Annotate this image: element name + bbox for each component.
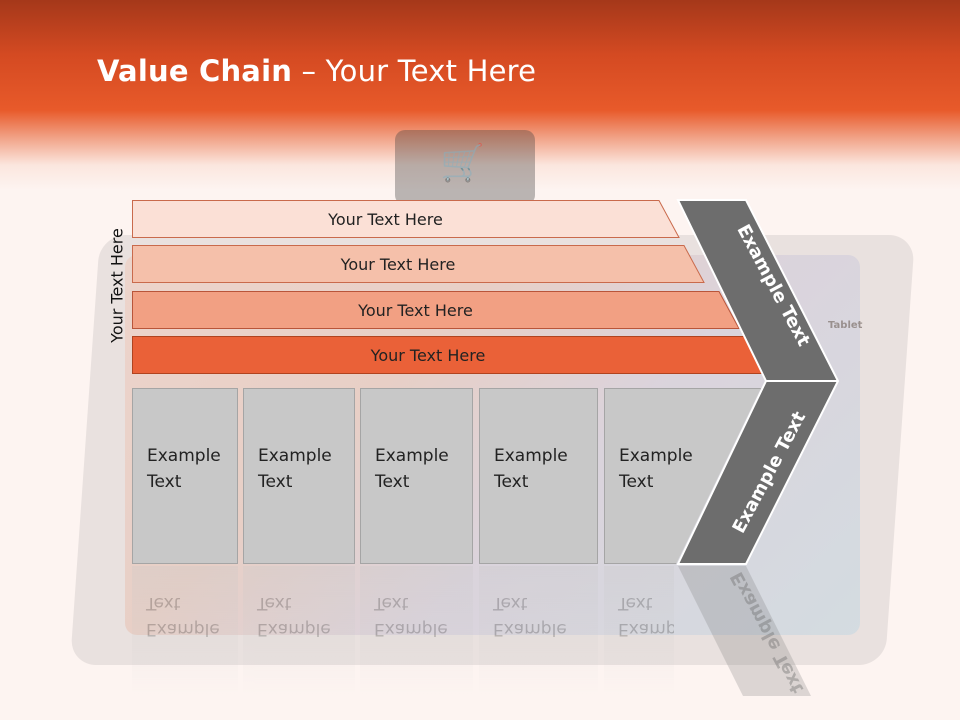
margin-chevron-reflection bbox=[678, 566, 811, 696]
value-row-3-label: Your Text Here bbox=[358, 300, 473, 320]
value-row-3: Your Text Here bbox=[132, 291, 739, 329]
header-band bbox=[0, 0, 960, 190]
activity-box-5-line2: Text bbox=[619, 472, 654, 492]
value-row-4: Your Text Here bbox=[132, 336, 764, 374]
activity-box-3-line1: Example bbox=[375, 446, 449, 466]
activity-box-3-line2: Text bbox=[375, 472, 410, 492]
activity-box-1-line1: Example bbox=[147, 446, 221, 466]
value-row-1: Your Text Here bbox=[132, 200, 679, 238]
value-row-4-label: Your Text Here bbox=[370, 345, 486, 365]
activity-box-5-line1: Example bbox=[619, 446, 693, 466]
value-row-1-label: Your Text Here bbox=[328, 209, 443, 229]
title-rest: – Your Text Here bbox=[292, 54, 537, 88]
shopping-cart-icon: 🛒 bbox=[440, 143, 485, 184]
tablet-label: Tablet bbox=[828, 320, 863, 331]
slide-title: Value Chain – Your Text Here bbox=[97, 54, 536, 88]
margin-chevron bbox=[676, 199, 840, 565]
title-bold: Value Chain bbox=[97, 54, 293, 88]
value-row-2-label: Your Text Here bbox=[340, 254, 456, 274]
activity-box-2-line2: Text bbox=[258, 472, 293, 492]
value-row-2: Your Text Here bbox=[132, 245, 704, 283]
activity-box-4-line1: Example bbox=[494, 446, 568, 466]
activity-box-1-line2: Text bbox=[147, 472, 182, 492]
background-puzzle-piece bbox=[395, 130, 535, 205]
activity-box-4-line2: Text bbox=[494, 472, 529, 492]
vertical-label: Your Text Here bbox=[107, 228, 127, 343]
activity-box-2-line1: Example bbox=[258, 446, 332, 466]
